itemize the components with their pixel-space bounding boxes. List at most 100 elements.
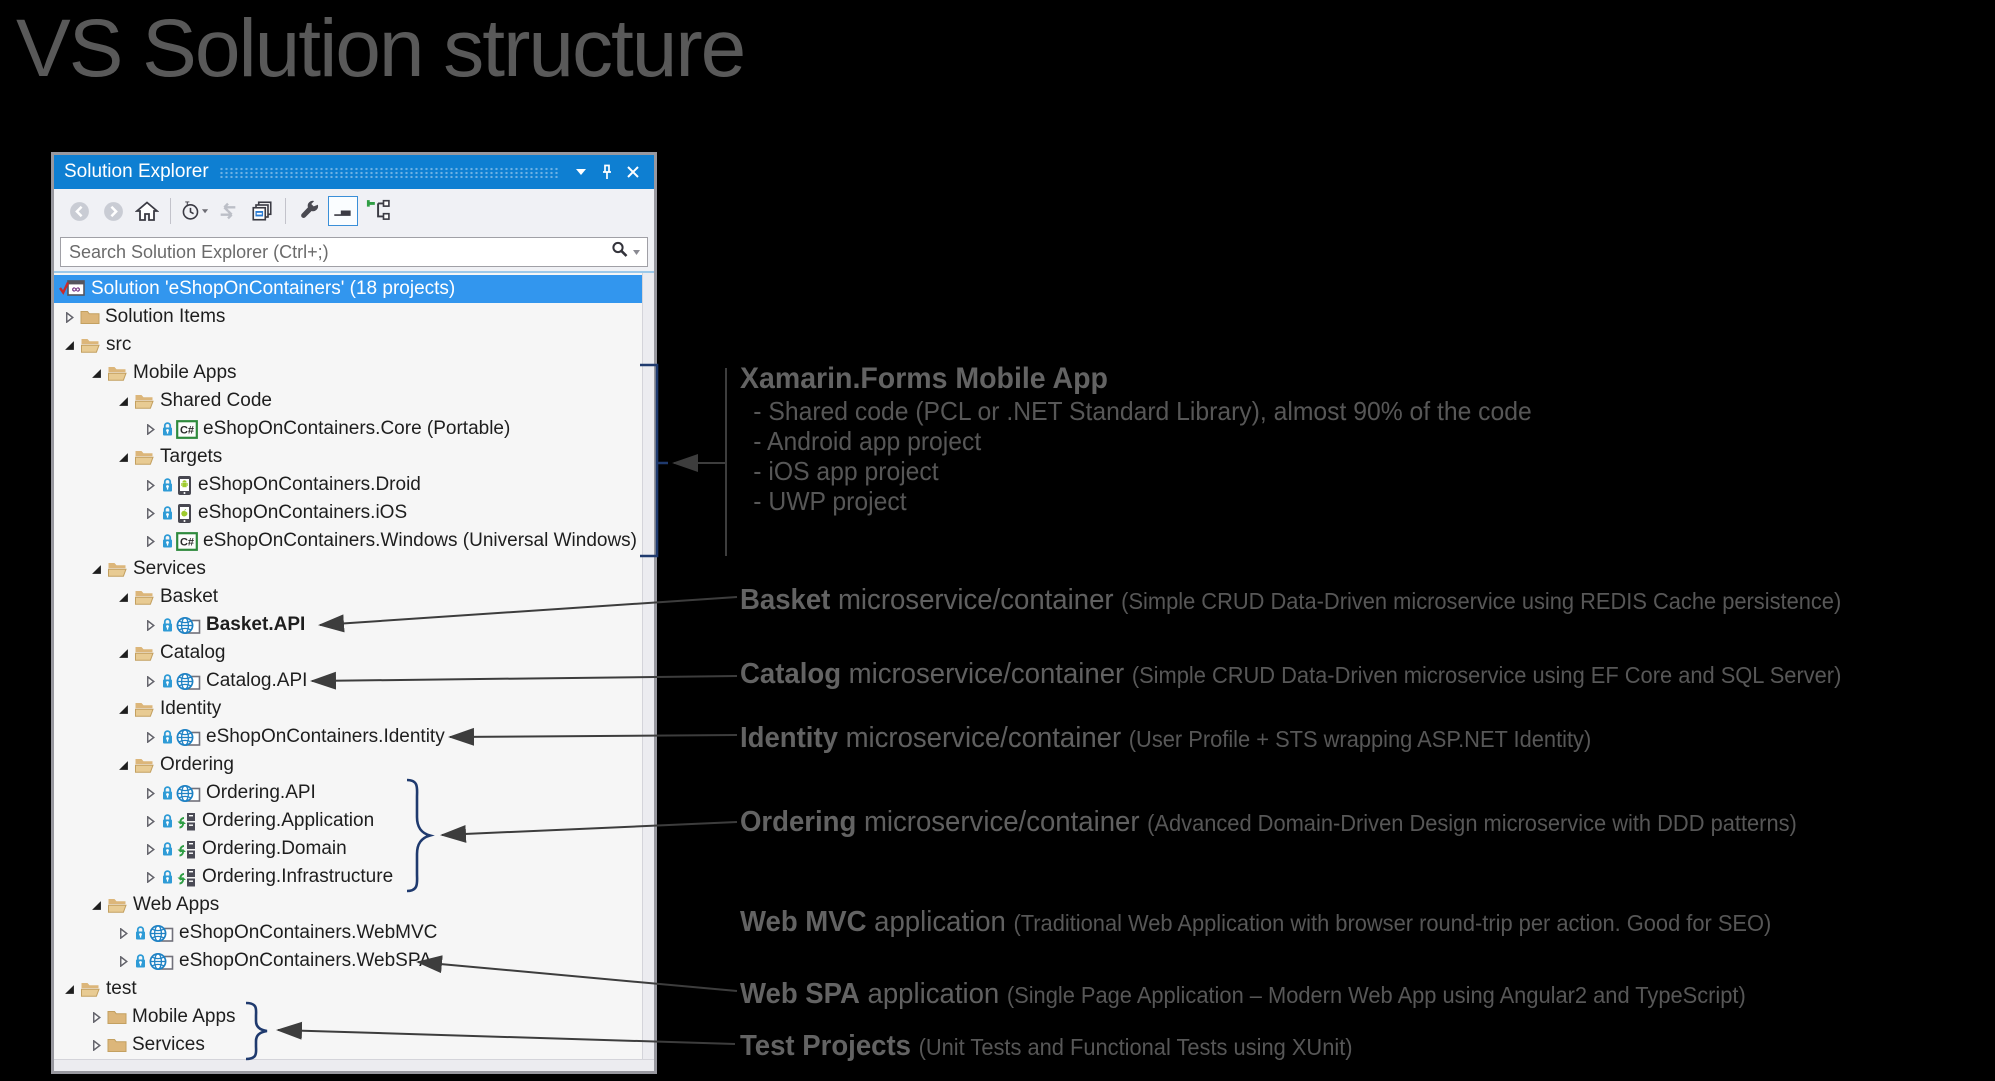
tree-row[interactable]: Web Apps bbox=[54, 891, 654, 919]
show-all-files-icon[interactable] bbox=[328, 196, 358, 226]
close-icon[interactable] bbox=[620, 160, 646, 184]
collapse-all-icon[interactable] bbox=[247, 196, 277, 226]
collapsed-expander-icon[interactable] bbox=[89, 1011, 103, 1023]
search-box[interactable] bbox=[60, 237, 648, 267]
pin-icon[interactable] bbox=[594, 160, 620, 184]
properties-icon[interactable] bbox=[294, 196, 324, 226]
collapsed-expander-icon[interactable] bbox=[143, 731, 157, 743]
tree-row[interactable]: src bbox=[54, 331, 654, 359]
tree-row[interactable]: eShopOnContainers.iOS bbox=[54, 499, 654, 527]
tree-row[interactable]: Ordering.Infrastructure bbox=[54, 863, 654, 891]
lock-icon bbox=[161, 421, 174, 437]
expanded-expander-icon[interactable] bbox=[116, 592, 130, 603]
tree-row[interactable]: eShopOnContainers.Identity bbox=[54, 723, 654, 751]
tree-row[interactable]: Mobile Apps bbox=[54, 359, 654, 387]
vertical-scrollbar[interactable] bbox=[642, 273, 654, 1060]
collapsed-expander-icon[interactable] bbox=[143, 787, 157, 799]
refresh-icon[interactable] bbox=[213, 196, 243, 226]
window-position-icon[interactable] bbox=[568, 160, 594, 184]
sync-with-active-document-icon[interactable] bbox=[362, 196, 392, 226]
tree-row[interactable]: test bbox=[54, 975, 654, 1003]
tree-item-label: Identity bbox=[160, 698, 222, 719]
csharp-project-icon: C# bbox=[176, 531, 198, 551]
collapsed-expander-icon[interactable] bbox=[143, 507, 157, 519]
tree-row[interactable]: Services bbox=[54, 555, 654, 583]
expanded-expander-icon[interactable] bbox=[116, 704, 130, 715]
horizontal-scrollbar[interactable] bbox=[54, 1059, 654, 1071]
forward-icon[interactable] bbox=[98, 196, 128, 226]
expanded-expander-icon[interactable] bbox=[62, 340, 76, 351]
tree-row[interactable]: Ordering.Application bbox=[54, 807, 654, 835]
annotation-note: (Simple CRUD Data-Driven microservice us… bbox=[1131, 662, 1842, 688]
tree-row[interactable]: Identity bbox=[54, 695, 654, 723]
tree-row[interactable]: C#eShopOnContainers.Windows (Universal W… bbox=[54, 527, 654, 555]
tree-item-label: test bbox=[106, 978, 137, 999]
tree-row[interactable]: Basket.API bbox=[54, 611, 654, 639]
tree-row[interactable]: Services bbox=[54, 1031, 654, 1059]
expanded-expander-icon[interactable] bbox=[116, 648, 130, 659]
collapsed-expander-icon[interactable] bbox=[143, 815, 157, 827]
annotation-bold: Web SPA bbox=[740, 978, 860, 1010]
expanded-expander-icon[interactable] bbox=[89, 564, 103, 575]
tree-item-label: Ordering.API bbox=[206, 782, 316, 803]
switch-views-icon[interactable]: T bbox=[179, 196, 209, 226]
search-options-icon[interactable] bbox=[632, 243, 641, 261]
tree-row[interactable]: ∞Solution 'eShopOnContainers' (18 projec… bbox=[54, 275, 654, 303]
collapsed-expander-icon[interactable] bbox=[143, 479, 157, 491]
tree-item-label: Catalog bbox=[160, 642, 226, 663]
tree-row[interactable]: Catalog.API bbox=[54, 667, 654, 695]
tree-item-label: Shared Code bbox=[160, 390, 272, 411]
collapsed-expander-icon[interactable] bbox=[143, 871, 157, 883]
tree-row[interactable]: Ordering.API bbox=[54, 779, 654, 807]
tree-row[interactable]: Targets bbox=[54, 443, 654, 471]
folder-open-icon bbox=[134, 756, 155, 774]
tree-row[interactable]: Catalog bbox=[54, 639, 654, 667]
tree-row[interactable]: Shared Code bbox=[54, 387, 654, 415]
annotation-mid: application bbox=[867, 978, 1000, 1010]
expanded-expander-icon[interactable] bbox=[116, 452, 130, 463]
tree-item-label: Basket bbox=[160, 586, 219, 607]
home-icon[interactable] bbox=[132, 196, 162, 226]
lock-icon bbox=[134, 953, 147, 969]
tree-row[interactable]: eShopOnContainers.WebSPA bbox=[54, 947, 654, 975]
back-icon[interactable] bbox=[64, 196, 94, 226]
expanded-expander-icon[interactable] bbox=[116, 396, 130, 407]
collapsed-expander-icon[interactable] bbox=[143, 619, 157, 631]
collapsed-expander-icon[interactable] bbox=[116, 927, 130, 939]
expanded-expander-icon[interactable] bbox=[89, 368, 103, 379]
folder-open-icon bbox=[134, 644, 155, 662]
collapsed-expander-icon[interactable] bbox=[116, 955, 130, 967]
search-icon[interactable] bbox=[610, 240, 629, 264]
expanded-expander-icon[interactable] bbox=[116, 760, 130, 771]
tree-row[interactable]: eShopOnContainers.WebMVC bbox=[54, 919, 654, 947]
tree-row[interactable]: eShopOnContainers.Droid bbox=[54, 471, 654, 499]
collapsed-expander-icon[interactable] bbox=[143, 843, 157, 855]
collapsed-expander-icon[interactable] bbox=[62, 311, 76, 323]
panel-titlebar[interactable]: Solution Explorer bbox=[54, 155, 654, 189]
tree-item-label: Ordering.Infrastructure bbox=[202, 866, 394, 887]
search-input[interactable] bbox=[61, 241, 610, 263]
expanded-expander-icon[interactable] bbox=[89, 900, 103, 911]
collapsed-expander-icon[interactable] bbox=[143, 535, 157, 547]
collapsed-expander-icon[interactable] bbox=[143, 675, 157, 687]
folder-closed-icon bbox=[80, 309, 100, 325]
tree-item-label: eShopOnContainers.Core (Portable) bbox=[203, 418, 511, 439]
annotation-bullet: - UWP project bbox=[753, 486, 907, 516]
tree-row[interactable]: Ordering.Domain bbox=[54, 835, 654, 863]
solution-explorer-panel: Solution Explorer T bbox=[51, 152, 657, 1074]
annotation-bullet: - Android app project bbox=[753, 426, 982, 456]
lock-icon bbox=[161, 841, 174, 857]
collapsed-expander-icon[interactable] bbox=[89, 1039, 103, 1051]
folder-closed-icon bbox=[107, 1037, 127, 1053]
collapsed-expander-icon[interactable] bbox=[143, 423, 157, 435]
page-title: VS Solution structure bbox=[16, 3, 746, 94]
tree-row[interactable]: Mobile Apps bbox=[54, 1003, 654, 1031]
expanded-expander-icon[interactable] bbox=[62, 984, 76, 995]
tree-row[interactable]: Ordering bbox=[54, 751, 654, 779]
tree-row[interactable]: Solution Items bbox=[54, 303, 654, 331]
tree-row[interactable]: C#eShopOnContainers.Core (Portable) bbox=[54, 415, 654, 443]
tree-row[interactable]: Basket bbox=[54, 583, 654, 611]
